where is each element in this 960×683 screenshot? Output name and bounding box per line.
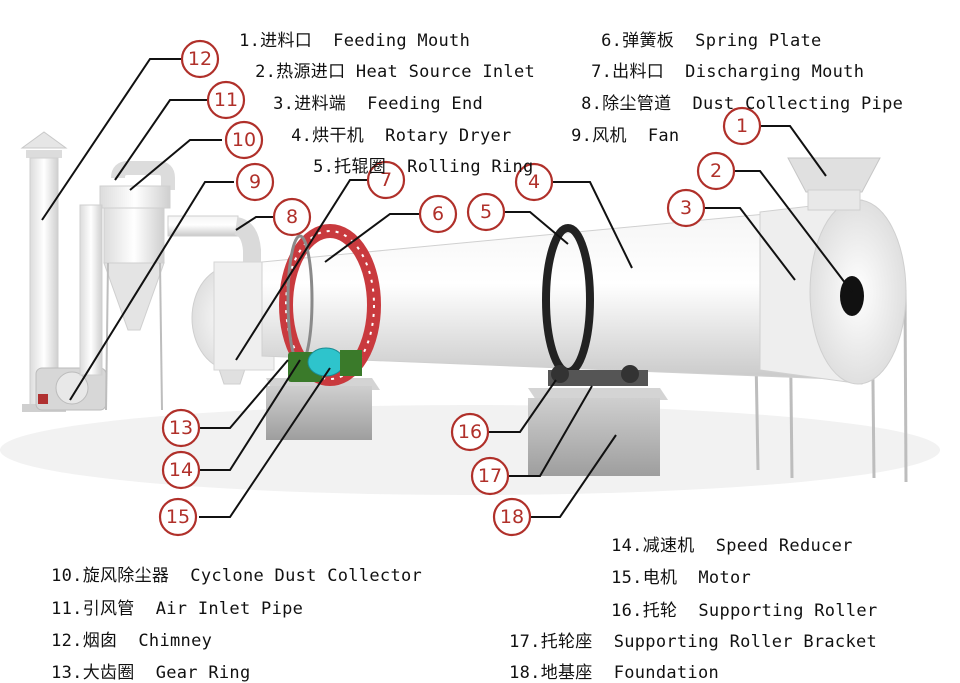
feeding-mouth bbox=[787, 157, 881, 211]
legend-item-7: 7.出料口 Discharging Mouth bbox=[591, 62, 865, 82]
badge-circle bbox=[161, 408, 201, 448]
badge-number: 14 bbox=[169, 459, 193, 481]
feeding-end bbox=[759, 199, 907, 385]
badge-number: 13 bbox=[169, 417, 193, 439]
badge-number: 4 bbox=[528, 171, 540, 193]
legend-item-17: 17.托轮座 Supporting Roller Bracket bbox=[509, 632, 878, 652]
badge-18: 18 bbox=[492, 497, 532, 537]
legend-item-12: 12.烟囱 Chimney bbox=[51, 631, 213, 651]
badge-circle bbox=[206, 80, 246, 120]
badge-circle bbox=[161, 450, 201, 490]
badge-circle bbox=[366, 160, 406, 200]
legend-item-9: 9.风机 Fan bbox=[571, 126, 680, 146]
badge-number: 11 bbox=[214, 89, 238, 111]
badge-number: 10 bbox=[232, 129, 256, 151]
legend-item-14: 14.减速机 Speed Reducer bbox=[611, 536, 853, 556]
legend-item-13: 13.大齿圈 Gear Ring bbox=[51, 663, 251, 683]
badge-circle bbox=[470, 456, 510, 496]
badge-13: 13 bbox=[161, 408, 201, 448]
badge-number: 12 bbox=[188, 48, 212, 70]
foundation-right bbox=[528, 388, 668, 476]
legend-item-4: 4.烘干机 Rotary Dryer bbox=[291, 126, 512, 146]
cyclone-dust-collector bbox=[79, 161, 175, 411]
fan bbox=[35, 367, 107, 411]
leader-lines bbox=[41, 58, 853, 518]
badge-number: 1 bbox=[736, 115, 748, 137]
badge-3: 3 bbox=[666, 188, 706, 228]
legend-item-16: 16.托轮 Supporting Roller bbox=[611, 601, 878, 621]
badge-circle bbox=[272, 197, 312, 237]
badge-5: 5 bbox=[466, 192, 506, 232]
badge-number: 2 bbox=[710, 160, 722, 182]
legend-item-11: 11.引风管 Air Inlet Pipe bbox=[51, 599, 304, 619]
badge-number: 18 bbox=[500, 506, 524, 528]
badge-number: 9 bbox=[249, 171, 261, 193]
badge-circle bbox=[514, 162, 554, 202]
badge-number: 3 bbox=[680, 197, 692, 219]
legend-item-10: 10.旋风除尘器 Cyclone Dust Collector bbox=[51, 566, 423, 586]
badge-10: 10 bbox=[224, 120, 264, 160]
badge-number: 7 bbox=[380, 169, 392, 191]
badge-4: 4 bbox=[514, 162, 554, 202]
badge-circle bbox=[696, 151, 736, 191]
badge-17: 17 bbox=[470, 456, 510, 496]
badge-15: 15 bbox=[158, 497, 198, 537]
badge-12: 12 bbox=[180, 39, 220, 79]
badge-number: 6 bbox=[432, 203, 444, 225]
badge-circle bbox=[180, 39, 220, 79]
badge-circle bbox=[466, 192, 506, 232]
legend-item-3: 3.进料端 Feeding End bbox=[273, 94, 484, 114]
legend-item-5: 5.托辊圈 Rolling Ring bbox=[313, 157, 534, 177]
legend-item-18: 18.地基座 Foundation bbox=[509, 663, 720, 683]
drive-unit bbox=[288, 347, 362, 382]
badge-circle bbox=[224, 120, 264, 160]
badge-14: 14 bbox=[161, 450, 201, 490]
badge-circle bbox=[235, 162, 275, 202]
badge-1: 1 bbox=[722, 106, 762, 146]
legend-item-8: 8.除尘管道 Dust Collecting Pipe bbox=[581, 94, 904, 114]
badge-number: 15 bbox=[166, 506, 190, 528]
dust-collecting-pipe bbox=[167, 215, 261, 268]
badge-number: 16 bbox=[458, 421, 482, 443]
badge-6: 6 bbox=[418, 194, 458, 234]
badge-circle bbox=[492, 497, 532, 537]
badge-circle bbox=[450, 412, 490, 452]
badge-9: 9 bbox=[235, 162, 275, 202]
badge-8: 8 bbox=[272, 197, 312, 237]
badge-number: 5 bbox=[480, 201, 492, 223]
badge-7: 7 bbox=[366, 160, 406, 200]
supporting-rollers bbox=[548, 365, 648, 386]
badge-circle bbox=[666, 188, 706, 228]
legend-item-1: 1.进料口 Feeding Mouth bbox=[239, 31, 471, 51]
legend-item-15: 15.电机 Motor bbox=[611, 568, 752, 588]
badge-2: 2 bbox=[696, 151, 736, 191]
badge-number: 17 bbox=[478, 465, 502, 487]
badge-circle bbox=[418, 194, 458, 234]
legend-item-2: 2.热源进口 Heat Source Inlet bbox=[255, 62, 536, 82]
badge-circle bbox=[722, 106, 762, 146]
badge-11: 11 bbox=[206, 80, 246, 120]
badge-number: 8 bbox=[286, 206, 298, 228]
badge-circle bbox=[158, 497, 198, 537]
legend-item-6: 6.弹簧板 Spring Plate bbox=[601, 31, 822, 51]
badge-16: 16 bbox=[450, 412, 490, 452]
